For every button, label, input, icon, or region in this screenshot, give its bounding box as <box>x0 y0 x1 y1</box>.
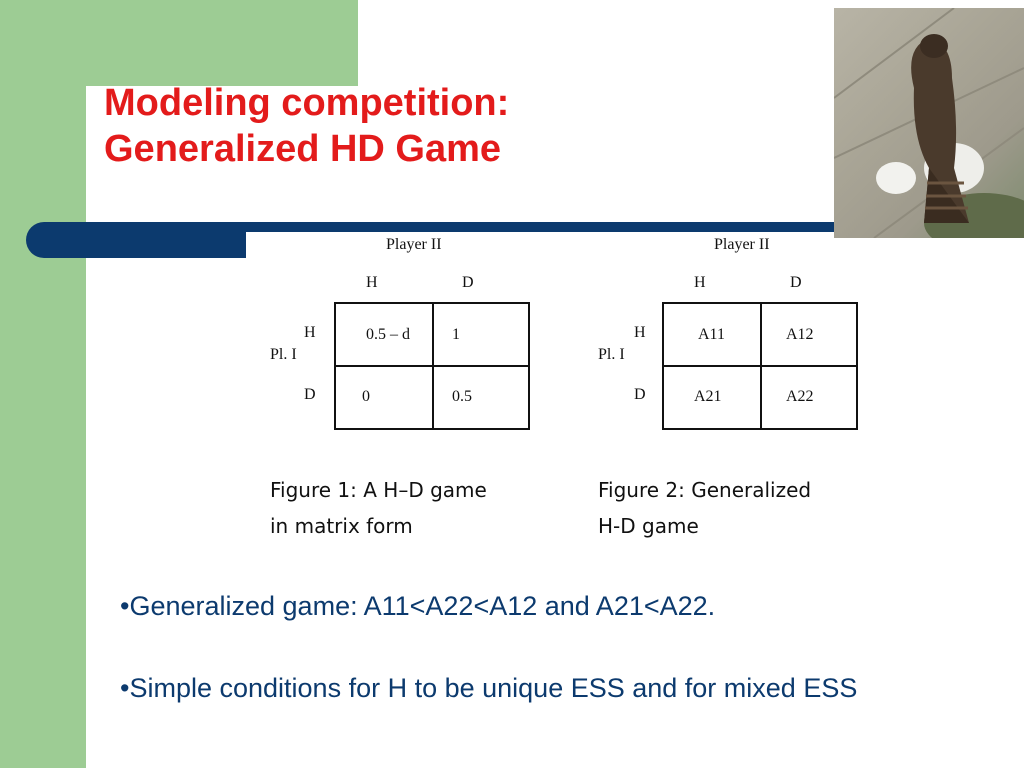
matrix-1-col-header-h: H <box>366 274 378 291</box>
matrix-2-cell-hd: A12 <box>786 326 814 343</box>
matrix-2-row-header-d: D <box>634 386 646 403</box>
title-line-1: Modeling competition: <box>104 82 510 124</box>
figure-2-caption-line-1: Figure 2: Generalized <box>598 478 812 502</box>
bullet-ess-conditions: •Simple conditions for H to be unique ES… <box>120 673 858 703</box>
matrix-2-row-header-h: H <box>634 324 646 341</box>
hawk-photo <box>834 8 1024 238</box>
matrix-1-player1-label: Pl. I <box>270 346 297 363</box>
left-green-panel <box>0 0 86 768</box>
matrix-1-col-header-d: D <box>462 274 474 291</box>
matrix-1-cell-hd: 1 <box>452 326 460 343</box>
title-area-background <box>86 86 358 226</box>
matrix-2-cell-hh: A11 <box>698 326 725 343</box>
matrix-1-row-header-h: H <box>304 324 316 341</box>
matrix-1-row-header-d: D <box>304 386 316 403</box>
figure-2-caption-line-2: H-D game <box>598 514 699 538</box>
figure-background <box>246 232 946 262</box>
matrix-1-divider-horizontal <box>336 365 528 367</box>
matrix-1-player2-label: Player II <box>386 236 442 253</box>
matrix-1-cell-hh: 0.5 – d <box>366 326 410 343</box>
matrix-2-cell-dh: A21 <box>694 388 722 405</box>
matrix-2-divider-horizontal <box>664 365 856 367</box>
top-green-panel <box>86 0 358 86</box>
title-line-2: Generalized HD Game <box>104 128 502 170</box>
figure-1-caption: Figure 1: A H–D game in matrix form <box>270 472 487 544</box>
bullet-generalized-game: •Generalized game: A11<A22<A12 and A21<A… <box>120 591 716 621</box>
matrix-1-cell-dh: 0 <box>362 388 370 405</box>
matrix-2-cell-dd: A22 <box>786 388 814 405</box>
matrix-2-col-header-h: H <box>694 274 706 291</box>
figure-1-caption-line-1: Figure 1: A H–D game <box>270 478 487 502</box>
hawk-icon <box>834 8 1024 238</box>
matrix-1-grid: 0.5 – d 1 0 0.5 <box>334 302 530 430</box>
matrix-2-player2-label: Player II <box>714 236 770 253</box>
figure-2-caption: Figure 2: Generalized H-D game <box>598 472 811 544</box>
matrix-2-col-header-d: D <box>790 274 802 291</box>
figure-1-caption-line-2: in matrix form <box>270 514 413 538</box>
matrix-1-cell-dd: 0.5 <box>452 388 472 405</box>
slide-title: Modeling competition: Generalized HD Gam… <box>104 80 509 172</box>
matrix-2-grid: A11 A12 A21 A22 <box>662 302 858 430</box>
matrix-2-player1-label: Pl. I <box>598 346 625 363</box>
